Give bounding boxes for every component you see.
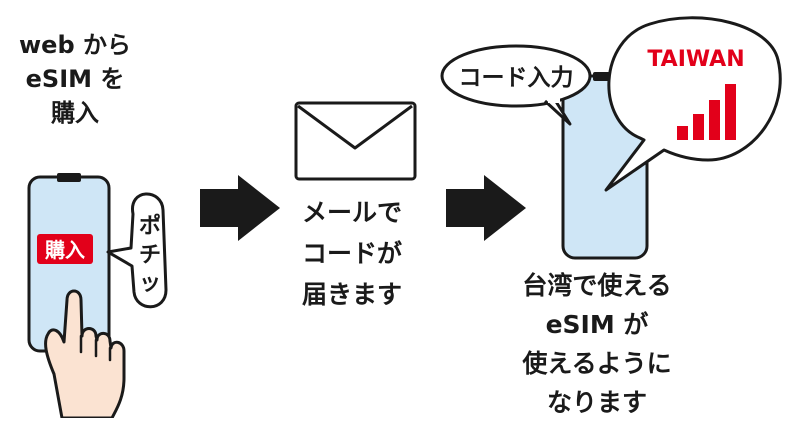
tap-label-3: ッ bbox=[139, 271, 161, 296]
step1-caption-line: 購入 bbox=[51, 99, 99, 127]
envelope-icon bbox=[294, 101, 417, 181]
buy-button-label: 購入 bbox=[45, 238, 85, 262]
hand-pointer-icon bbox=[44, 289, 126, 418]
arrow-right-icon bbox=[200, 175, 280, 241]
step3-caption-line: 台湾で使える bbox=[522, 271, 672, 300]
region-label: TAIWAN bbox=[647, 47, 744, 72]
step2-caption-line: コードが bbox=[301, 239, 402, 268]
step3-caption-line: 使えるように bbox=[522, 349, 672, 378]
buy-button[interactable]: 購入 bbox=[37, 234, 93, 264]
code-input-label: コード入力 bbox=[459, 65, 574, 91]
step3-caption-line: eSIM が bbox=[545, 310, 649, 339]
tap-label-2: チ bbox=[139, 243, 161, 268]
step2-caption-line: メールで bbox=[301, 198, 402, 227]
step2-caption-line: 届きます bbox=[301, 280, 402, 309]
step1-caption-line: web から bbox=[19, 31, 131, 59]
step2-caption: メールで コードが 届きます bbox=[282, 192, 422, 315]
region-bubble: TAIWAN bbox=[604, 16, 782, 192]
step1-caption: web から eSIM を 購入 bbox=[0, 28, 150, 130]
code-input-bubble: コード入力 bbox=[440, 44, 592, 126]
step3-caption: 台湾で使える eSIM が 使えるように なります bbox=[462, 266, 732, 422]
arrow-right-icon bbox=[446, 175, 526, 241]
tap-bubble: ポ チ ッ bbox=[106, 192, 168, 309]
signal-bars-icon bbox=[677, 84, 736, 140]
step3-caption-line: なります bbox=[546, 388, 647, 417]
step1-caption-line: eSIM を bbox=[25, 65, 125, 93]
tap-label-1: ポ bbox=[139, 213, 161, 239]
